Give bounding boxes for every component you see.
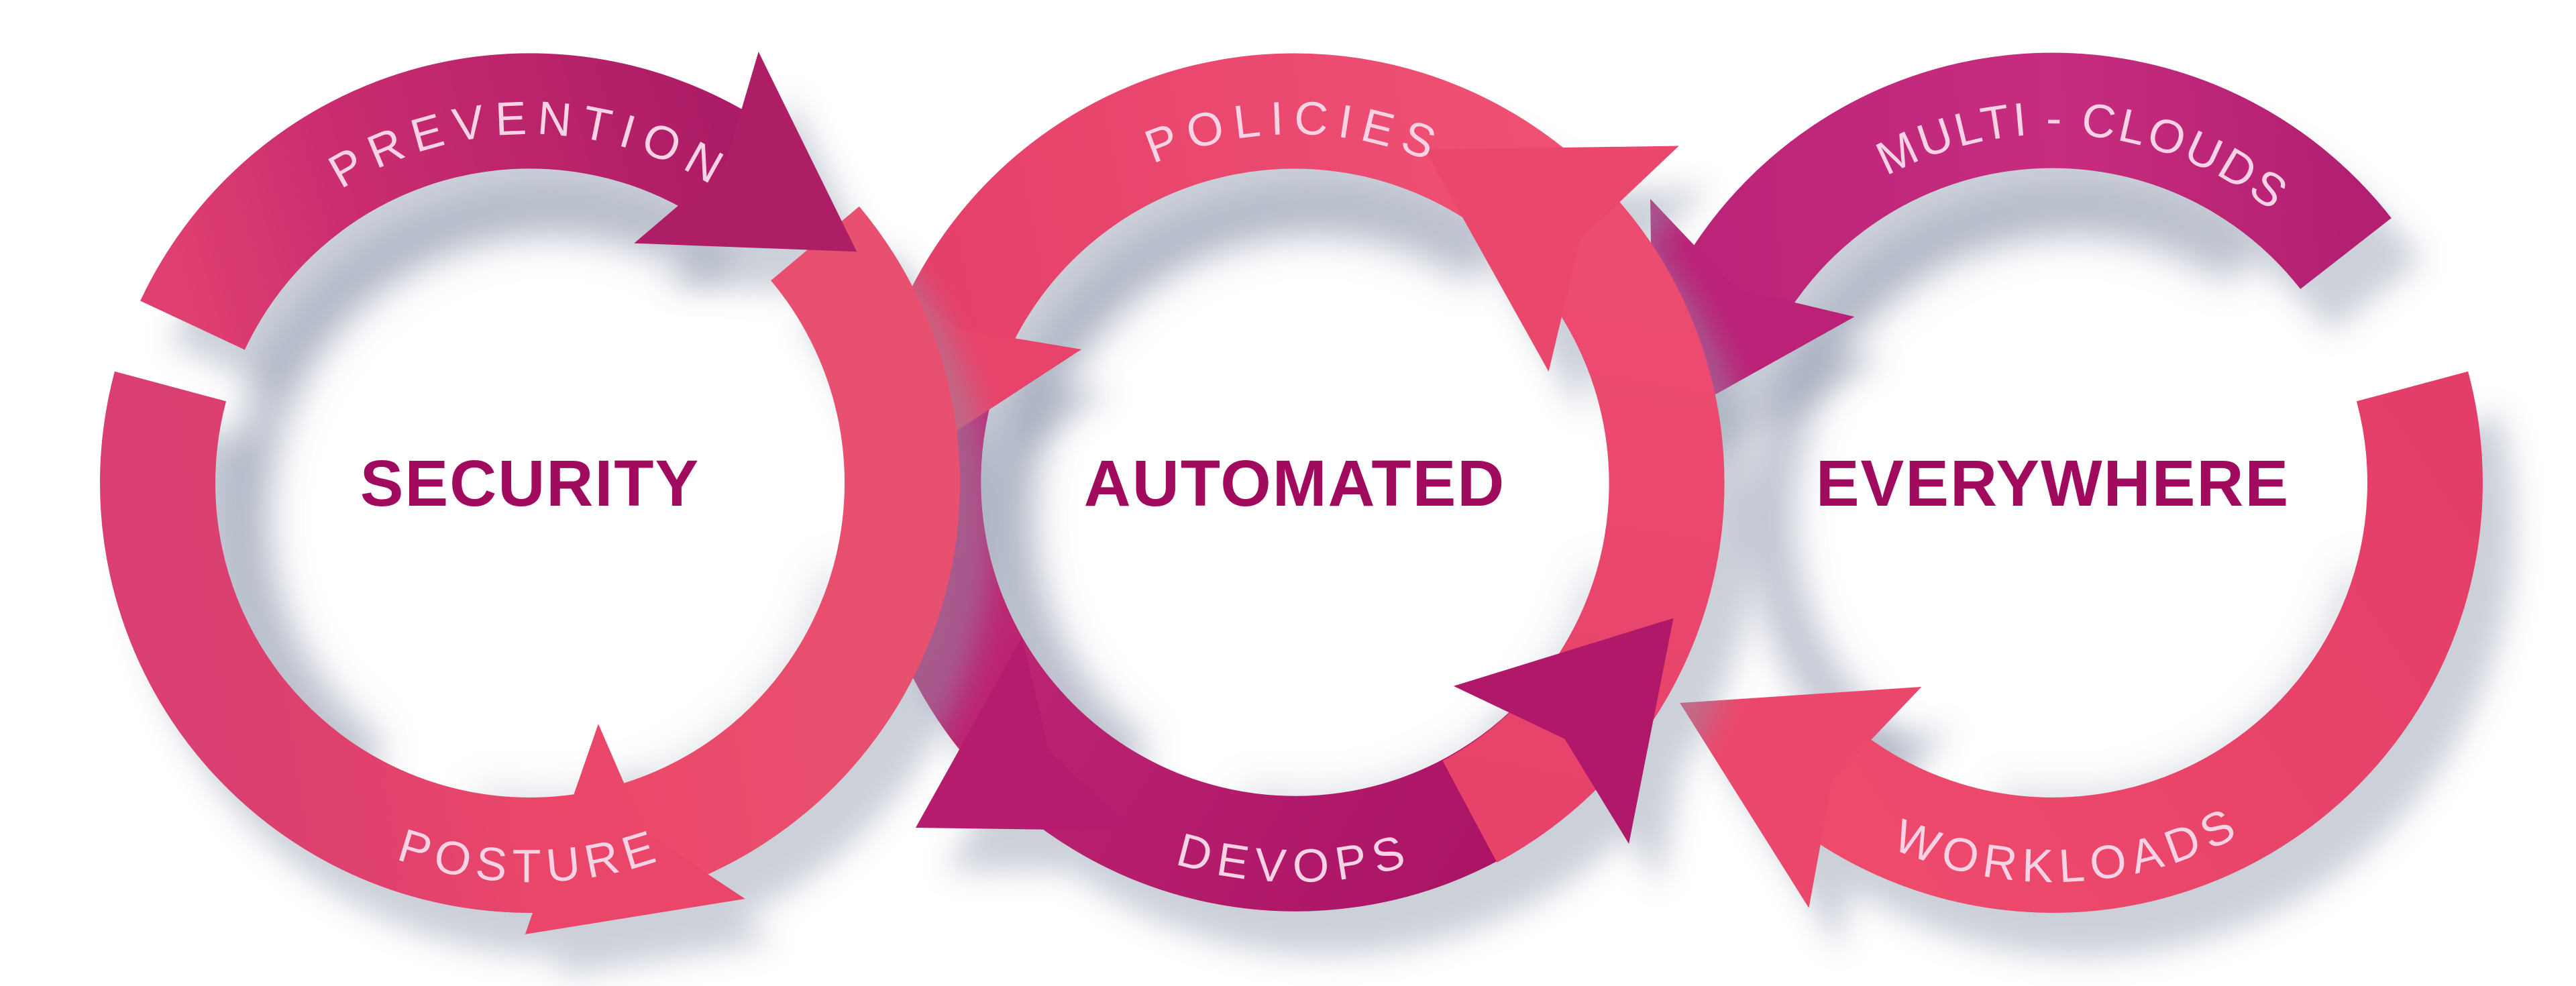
automated-right-arc: [1442, 195, 1725, 863]
security-inner-shadow: [225, 191, 726, 773]
everywhere-inner-shadow: [1748, 191, 2249, 773]
prevention-arc: [140, 53, 764, 351]
automated-center-label: AUTOMATED: [1084, 447, 1506, 520]
multi-clouds-arc: [1680, 52, 2392, 326]
workloads-arc: [1788, 371, 2483, 913]
cycle-security: PREVENTION POSTURE SECURITY: [100, 52, 992, 986]
cycle-everywhere: MULTI - CLOUDS WORKLOADS EVERYWHERE: [1551, 52, 2515, 957]
security-center-label: SECURITY: [360, 447, 700, 520]
everywhere-center-label: EVERYWHERE: [1816, 447, 2290, 520]
automated-inner-shadow: [989, 191, 1491, 773]
